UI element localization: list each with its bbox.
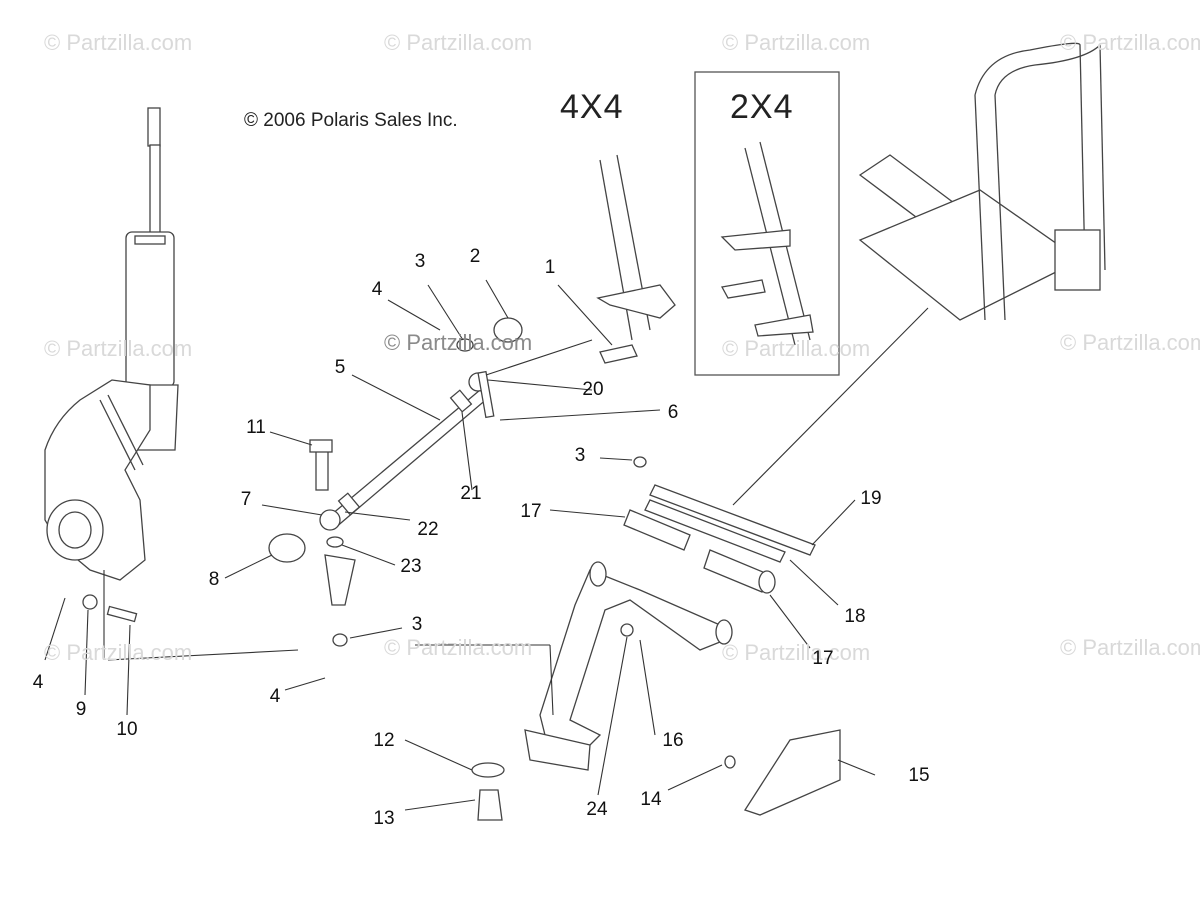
watermark: © Partzilla.com — [44, 30, 193, 55]
small-hardware — [82, 317, 841, 821]
steering-knuckle — [44, 379, 151, 581]
steering-post-2x4 — [720, 141, 814, 346]
callout-21: 21 — [460, 483, 482, 504]
watermark: © Partzilla.com — [44, 336, 193, 361]
callout-5: 5 — [334, 357, 346, 378]
watermark: © Partzilla.com — [384, 330, 533, 355]
watermark: © Partzilla.com — [44, 640, 193, 665]
callout-4: 4 — [32, 672, 44, 693]
callout-12: 12 — [373, 730, 395, 751]
callout-9: 9 — [75, 699, 87, 720]
copyright-notice: © 2006 Polaris Sales Inc. — [244, 110, 458, 131]
watermark: © Partzilla.com — [722, 640, 871, 665]
callout-17: 17 — [812, 648, 834, 669]
callout-11: 11 — [246, 417, 266, 438]
callout-3: 3 — [411, 614, 423, 635]
watermark: © Partzilla.com — [1060, 330, 1200, 355]
callout-3: 3 — [414, 251, 426, 272]
watermark: © Partzilla.com — [1060, 30, 1200, 55]
steering-post-4x4 — [596, 154, 676, 364]
callout-23: 23 — [400, 556, 422, 577]
callout-10: 10 — [116, 719, 138, 740]
callout-8: 8 — [208, 569, 220, 590]
callout-13: 13 — [373, 808, 395, 829]
callout-18: 18 — [844, 606, 866, 627]
watermark: © Partzilla.com — [722, 30, 871, 55]
callout-4: 4 — [269, 686, 281, 707]
callout-14: 14 — [640, 789, 662, 810]
callout-6: 6 — [667, 402, 679, 423]
watermark: © Partzilla.com — [384, 635, 533, 660]
model-label-4x4: 4X4 — [560, 88, 624, 126]
vehicle-frame — [858, 42, 1106, 321]
callout-4: 4 — [371, 279, 383, 300]
callout-16: 16 — [662, 730, 684, 751]
callout-19: 19 — [860, 488, 882, 509]
watermark: © Partzilla.com — [1060, 635, 1200, 660]
callout-20: 20 — [582, 379, 604, 400]
callout-24: 24 — [586, 799, 608, 820]
callout-1: 1 — [544, 257, 556, 278]
2x4-inset-frame — [694, 71, 840, 376]
callout-7: 7 — [240, 489, 252, 510]
watermark: © Partzilla.com — [722, 336, 871, 361]
callout-17: 17 — [520, 501, 542, 522]
leader-lines — [44, 279, 929, 811]
pivot-tubes — [623, 484, 816, 594]
callout-15: 15 — [908, 765, 930, 786]
watermark: © Partzilla.com — [384, 30, 533, 55]
callout-3: 3 — [574, 445, 586, 466]
callout-2: 2 — [469, 246, 481, 267]
a-arm — [524, 561, 733, 771]
callout-22: 22 — [417, 519, 439, 540]
model-label-2x4: 2X4 — [730, 88, 794, 126]
tie-rod — [319, 372, 489, 531]
